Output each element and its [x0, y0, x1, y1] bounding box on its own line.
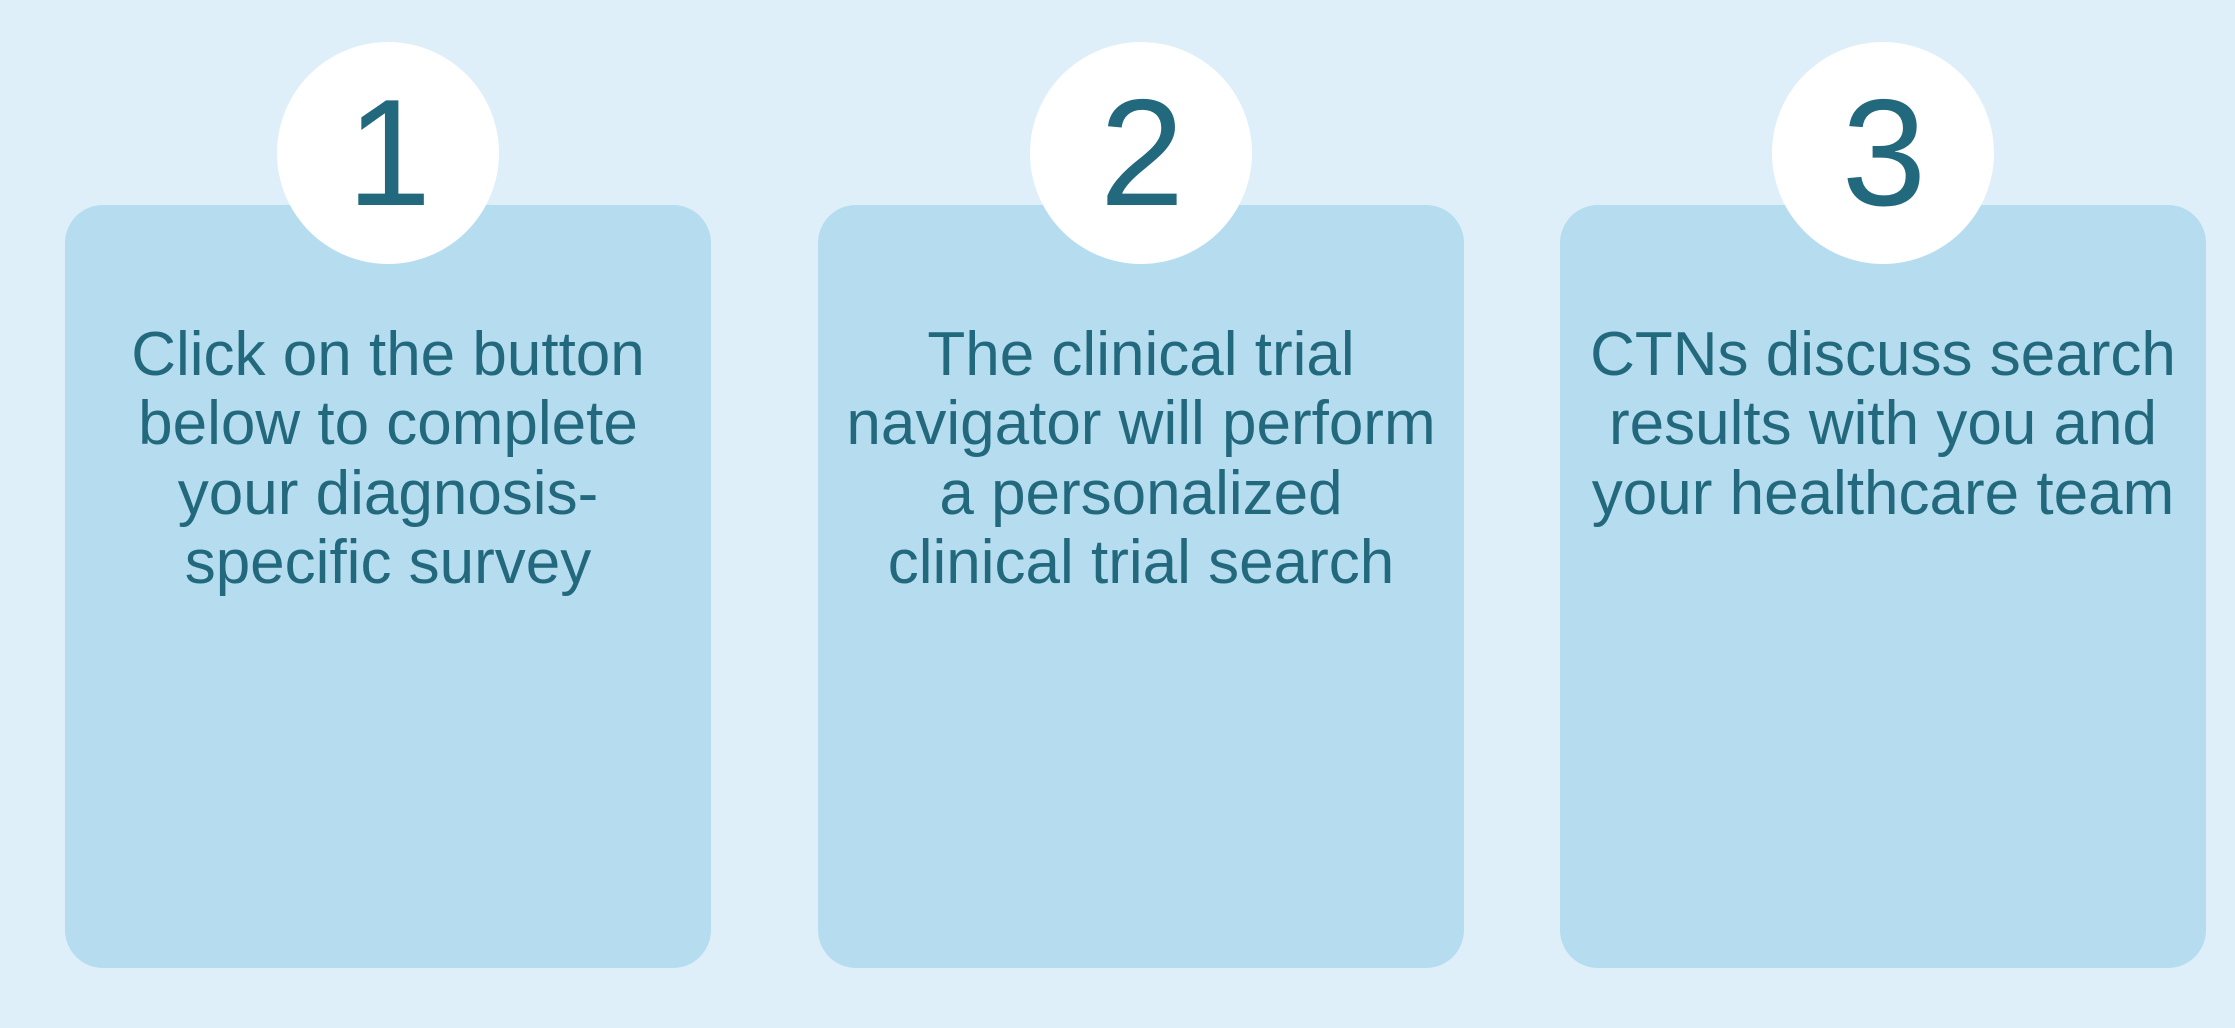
step-card-2: [818, 205, 1464, 968]
step-description-1: Click on the button below to complete yo…: [131, 320, 645, 598]
step-1: 1 Click on the button below to complete …: [65, 0, 711, 1028]
step-description-2: The clinical trial navigator will perfor…: [846, 320, 1436, 598]
step-number-badge-1: 1: [277, 42, 499, 264]
step-card-1: [65, 205, 711, 968]
step-number-2: 2: [1099, 68, 1185, 238]
step-number-badge-3: 3: [1772, 42, 1994, 264]
step-3: 3 CTNs discuss search results with you a…: [1560, 0, 2206, 1028]
step-number-badge-2: 2: [1030, 42, 1252, 264]
step-2: 2 The clinical trial navigator will perf…: [818, 0, 1464, 1028]
step-description-3: CTNs discuss search results with you and…: [1590, 320, 2176, 528]
step-number-3: 3: [1841, 68, 1927, 238]
step-number-1: 1: [346, 68, 432, 238]
step-card-3: [1560, 205, 2206, 968]
